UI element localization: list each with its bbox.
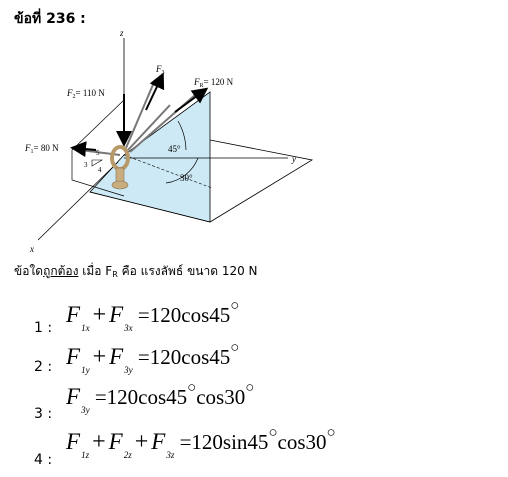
degree-symbol: ○ [245,380,255,396]
slope-5: 5 [96,149,100,157]
angle-30-label: 30° [180,173,193,183]
plus-operator: + [92,429,106,455]
option-number-1[interactable]: 1 : [34,320,53,336]
angle-arc-30 [165,157,199,184]
equation-rhs: =120sin45 [174,430,269,454]
force-subscript: 3y [124,365,133,375]
degree-symbol: ○ [326,425,336,441]
f2-label: F2= 110 N [66,88,105,100]
degree-symbol: ○ [187,380,197,396]
force-symbol: F [151,429,166,454]
equation-rhs: =120cos45 [89,385,188,409]
force-symbol: F [108,429,123,454]
z-axis-label: z [119,28,124,38]
force-subscript: 3x [124,323,133,333]
force-fr-arrow [174,87,209,113]
force-subscript: 1z [81,450,90,460]
option-number-3[interactable]: 3 : [34,406,53,422]
slope-3: 3 [84,161,88,169]
option-equation-1[interactable]: F1x+F3x =120cos45○ [66,298,239,333]
degree-symbol: ○ [230,298,240,314]
equation-tail: cos30 [277,430,327,454]
x-axis [37,161,119,241]
option-equation-3[interactable]: F3y =120cos45○cos30○ [66,380,254,415]
plus-operator: + [134,429,149,455]
x-axis-label: x [29,244,34,254]
force-symbol: F [109,344,124,369]
equation-tail: cos30 [196,385,246,409]
option-equation-2[interactable]: F1y+F3y =120cos45○ [66,340,239,375]
inclined-plane [89,91,211,223]
force-symbol: F [66,302,81,327]
angle-45-label: 45° [168,144,181,154]
force-symbol: F [66,344,81,369]
option-number-4[interactable]: 4 : [34,452,53,468]
force-symbol: F [66,429,81,454]
force-symbol: F [109,302,124,327]
question-prompt: ข้อใดถูกต้อง เมื่อ FR คือ แรงลัพธ์ ขนาด … [14,264,258,279]
equation-rhs: =120cos45 [132,303,231,327]
option-equation-4[interactable]: F1z+F2z+F3z =120sin45○cos30○ [66,425,336,460]
force-symbol: F [66,384,81,409]
force-f3-arrow [145,72,165,111]
force-subscript: 2z [123,450,132,460]
force-subscript: 3z [166,450,175,460]
fr-label: FR= 120 N [193,77,234,89]
force-subscript: 1x [81,323,90,333]
slope-4: 4 [98,166,102,174]
force-diagram: z y x 45° 30° 5 3 4 F1= 80 N F2= 110 N F… [24,28,314,254]
question-title: ข้อที่ 236 : [14,11,86,27]
option-number-2[interactable]: 2 : [34,359,53,375]
force-f1-arrow [70,141,97,158]
slope-triangle [91,159,104,167]
plus-operator: + [92,302,107,328]
y-axis-label: y [291,154,296,164]
f1-label: F1= 80 N [24,143,59,155]
equation-rhs: =120cos45 [132,345,231,369]
degree-symbol: ○ [268,425,278,441]
f3-label: F3 [155,64,165,76]
force-subscript: 1y [81,365,90,375]
force-subscript: 3y [81,405,90,415]
plus-operator: + [92,344,107,370]
angle-arc-45 [177,120,187,151]
underlined-word: ถูกต้อง [43,264,79,278]
ground-plane [209,139,314,223]
degree-symbol: ○ [230,340,240,356]
